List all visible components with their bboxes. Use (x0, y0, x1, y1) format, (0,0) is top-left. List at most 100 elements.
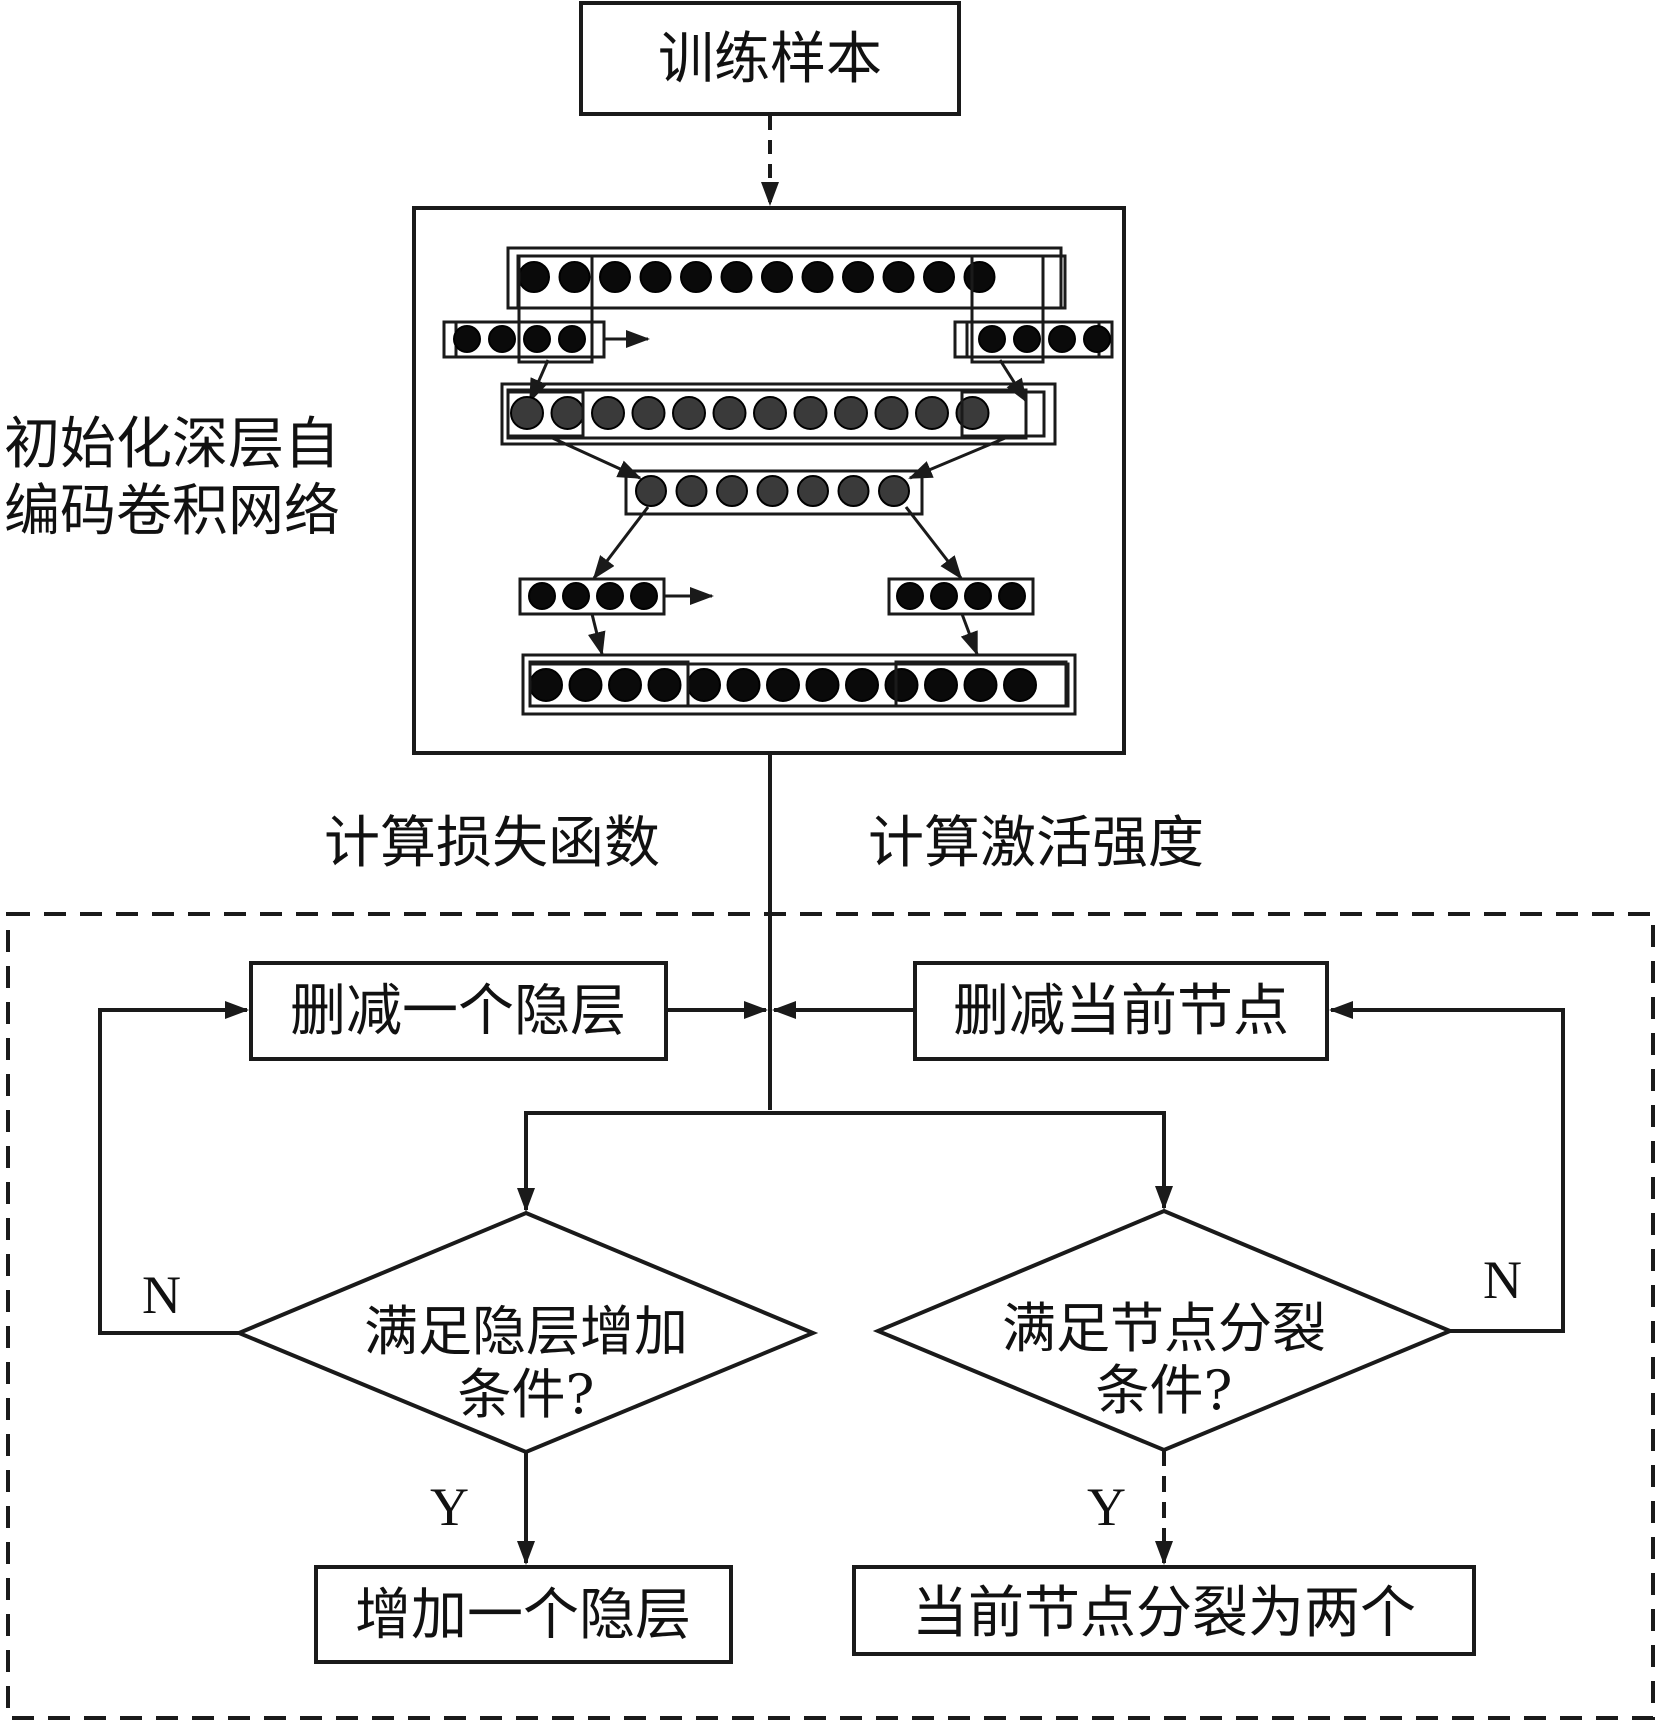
yes-label-right: Y (1087, 1477, 1126, 1537)
side-right-neuron (1013, 325, 1041, 353)
arrow-l1-l2-left (528, 359, 550, 403)
layer3-neuron (756, 475, 789, 507)
layer3-neuron (675, 475, 708, 507)
arrow-l3-l4-right (904, 506, 963, 580)
layer2-neuron (874, 396, 909, 430)
arrow-l4-l5-left (587, 613, 606, 656)
node-condition-diamond: 满足节点分裂 条件? (872, 1208, 1456, 1453)
layer5-neuron (1003, 668, 1037, 702)
layer2-neuron (753, 396, 787, 430)
layer1-neuron (842, 261, 874, 293)
layer2-outer (500, 382, 1057, 446)
layer2-window-left (506, 390, 585, 438)
layer2-neuron (834, 396, 868, 430)
training-samples-box: 训练样本 (579, 1, 961, 116)
layer1-neuron (599, 261, 631, 293)
layer4-left-neuron (562, 582, 590, 610)
branch-split-line (524, 1111, 1166, 1202)
layer2-neuron (550, 396, 585, 430)
delete-current-node-box: 删减当前节点 (913, 961, 1329, 1061)
delete-hidden-layer-label: 删减一个隐层 (290, 979, 626, 1044)
no-label-right: N (1483, 1250, 1522, 1310)
layer3-neuron (837, 475, 870, 507)
no-label-left: N (142, 1265, 181, 1325)
split-node-box: 当前节点分裂为两个 (852, 1565, 1476, 1656)
layer2-neuron (631, 396, 666, 430)
layer1-neuron (801, 261, 834, 293)
layer1-neuron (963, 261, 996, 293)
layer5-outer (521, 653, 1077, 716)
layer5-window-left (528, 660, 690, 708)
layer1-neuron (882, 261, 915, 293)
layer5-neuron (608, 668, 642, 702)
arrow-l1-l2-right (998, 359, 1028, 403)
layer4-left-neuron (596, 582, 624, 610)
layer5-neuron (647, 668, 682, 702)
network-label-line1: 初始化深层自 (4, 412, 340, 477)
layer3-outer (624, 469, 924, 516)
layer1-neuron (639, 261, 672, 293)
layer2-window-right (960, 390, 1046, 438)
layer5-window-right (894, 660, 1068, 708)
side-left-neuron (488, 325, 516, 353)
layer3-neuron (797, 475, 829, 507)
activation-strength-label: 计算激活强度 (868, 811, 1204, 876)
loss-function-label: 计算损失函数 (324, 811, 660, 876)
layer2-neuron (712, 396, 747, 430)
layer4-right-neuron (896, 582, 924, 610)
side-right-neuron (978, 325, 1006, 353)
loop-no-left (98, 1001, 249, 1335)
layer-condition-line1: 满足隐层增加 (364, 1300, 688, 1363)
side-left-neuron (558, 325, 586, 353)
network-label-line2: 编码卷积网络 (4, 479, 340, 544)
add-hidden-layer-label: 增加一个隐层 (355, 1583, 691, 1648)
layer1-window-right (970, 254, 1045, 364)
layer5-neuron (568, 668, 603, 702)
layer2-neuron (915, 396, 949, 430)
layer5-neuron (726, 668, 761, 702)
layer4-left-neuron (528, 582, 556, 610)
arrow-l3-l4-left (592, 506, 650, 580)
layer2-neuron (510, 396, 544, 430)
layer1-neuron (518, 261, 550, 293)
delete-hidden-layer-box: 删减一个隐层 (249, 961, 668, 1061)
layer4-right-neuron (998, 582, 1026, 610)
split-node-label: 当前节点分裂为两个 (912, 1581, 1416, 1646)
side-left-neuron (453, 325, 481, 353)
node-condition-line2: 条件? (1096, 1359, 1233, 1422)
loop-no-right (1329, 1001, 1565, 1333)
side-left-neuron (523, 325, 551, 353)
layer2-neuron (955, 396, 990, 430)
layer5-neuron (766, 668, 800, 702)
node-condition-line1: 满足节点分裂 (1002, 1297, 1326, 1360)
layer2-neuron (591, 396, 625, 430)
layer5-neuron (845, 668, 879, 702)
layer5-neuron (963, 668, 998, 702)
layer5-neuron (924, 668, 958, 702)
delete-current-node-label: 删减当前节点 (953, 979, 1289, 1044)
layer1-neuron (558, 261, 591, 293)
layer4-right-neuron (964, 582, 992, 610)
side-right-neuron (1048, 325, 1076, 353)
side-right-neuron (1083, 325, 1111, 353)
layer2-neuron (793, 396, 828, 430)
layer3-neuron (878, 475, 910, 507)
layer3-neuron (635, 475, 667, 507)
layer1-neuron (923, 261, 955, 293)
layer4-left-neuron (630, 582, 658, 610)
training-samples-label: 训练样本 (658, 27, 882, 92)
arrow-l4-l5-right (960, 613, 979, 656)
arrow-l2-l3-right (908, 434, 1011, 480)
layer-condition-diamond: 满足隐层增加 条件? (233, 1210, 819, 1455)
network-illustration (442, 246, 1114, 716)
layer5-neuron (687, 668, 721, 702)
layer3-neuron (716, 475, 748, 507)
layer5-neuron (529, 668, 563, 702)
layer2-neuron (672, 396, 706, 430)
layer4-right (887, 577, 1035, 616)
layer1-neuron (680, 261, 712, 293)
layer1-neuron (720, 261, 753, 293)
layer1-window-left (517, 254, 594, 364)
layer5-neuron (884, 668, 919, 702)
